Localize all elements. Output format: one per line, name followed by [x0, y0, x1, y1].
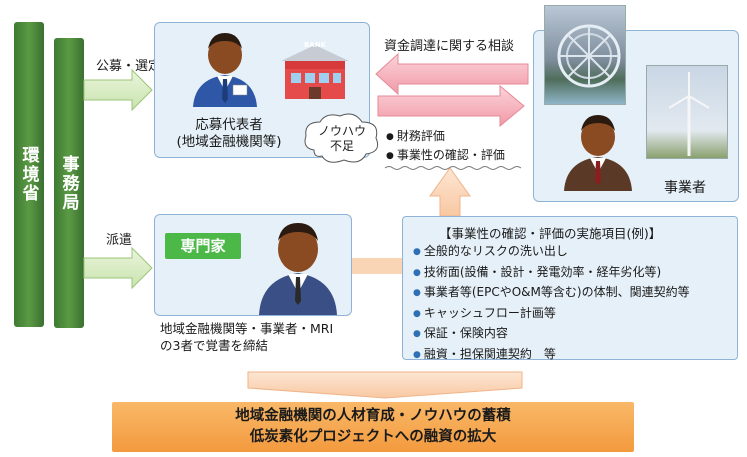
secretariat-label: 事務局	[58, 154, 79, 212]
arrow-expert-to-box	[350, 258, 404, 274]
expert-caption-line2: の3者で覚書を締結	[160, 338, 268, 353]
expert-person-icon	[259, 223, 337, 315]
wind-turbine-photo	[646, 65, 728, 159]
cloud-line2: 不足	[329, 139, 354, 153]
evaluation-list: 財務評価 事業性の確認・評価	[386, 128, 505, 166]
assessment-items: 全般的なリスクの洗い出し 技術面(設備・設計・発電効率・経年劣化等) 事業者等(…	[413, 242, 690, 365]
water-wheel-photo	[544, 5, 626, 105]
applicant-title-line1: 応募代表者	[195, 117, 263, 133]
expert-panel: 専門家	[154, 214, 352, 316]
arrow-to-applicant	[83, 68, 153, 112]
outcome-line1: 地域金融機関の人材育成・ノウハウの蓄積	[235, 408, 511, 424]
arrow-evaluation	[377, 84, 525, 128]
applicant-title-line2: (地域金融機関等)	[176, 134, 282, 150]
wavy-underline	[384, 166, 522, 170]
operator-person-icon	[564, 115, 632, 191]
expert-caption-line1: 地域金融機関等・事業者・MRI	[160, 321, 334, 336]
arrow-to-expert	[83, 246, 153, 290]
evaluation-item: 財務評価	[386, 128, 505, 147]
assessment-item: 全般的なリスクの洗い出し	[413, 242, 690, 263]
operator-label: 事業者	[664, 180, 706, 196]
knowhow-cloud-text: ノウハウ 不足	[306, 124, 378, 154]
bank-building-icon	[281, 45, 349, 99]
operator-panel: 事業者	[533, 5, 739, 202]
dispatch-label: 派遣	[106, 233, 133, 248]
assessment-item: 事業者等(EPCやO&M等含む)の体制、関連契約等	[413, 283, 690, 304]
arrow-funding-consult	[375, 52, 529, 96]
applicant-title: 応募代表者 (地域金融機関等)	[159, 117, 299, 151]
cloud-line1: ノウハウ	[317, 124, 366, 138]
assessment-item: キャッシュフロー計画等	[413, 304, 690, 325]
ministry-bar: 環境省	[14, 22, 44, 327]
funding-consult-label: 資金調達に関する相談	[384, 39, 515, 54]
outcome-line2: 低炭素化プロジェクトへの融資の拡大	[249, 429, 497, 445]
arrow-up-to-evaluation	[429, 167, 471, 217]
recruit-select-label: 公募・選定	[96, 59, 162, 74]
bank-sign: BANK	[303, 41, 327, 49]
arrow-down-to-outcome	[247, 371, 523, 399]
water-wheel-icon	[557, 24, 621, 88]
outcome-box: 地域金融機関の人材育成・ノウハウの蓄積 低炭素化プロジェクトへの融資の拡大	[112, 402, 634, 452]
knowhow-cloud-icon	[304, 113, 379, 163]
evaluation-item: 事業性の確認・評価	[386, 147, 505, 166]
banker-person-icon	[193, 33, 257, 107]
wind-turbine-icon	[668, 72, 710, 156]
secretariat-bar: 事務局	[54, 38, 84, 328]
ministry-label: 環境省	[18, 146, 39, 203]
assessment-title: 【事業性の確認・評価の実施項目(例)】	[439, 226, 662, 241]
assessment-item: 技術面(設備・設計・発電効率・経年劣化等)	[413, 263, 690, 284]
expert-badge: 専門家	[165, 233, 241, 259]
assessment-item: 保証・保険内容	[413, 324, 690, 345]
assessment-item: 融資・担保関連契約 等	[413, 345, 690, 366]
assessment-box: 【事業性の確認・評価の実施項目(例)】 全般的なリスクの洗い出し 技術面(設備・…	[402, 216, 738, 361]
